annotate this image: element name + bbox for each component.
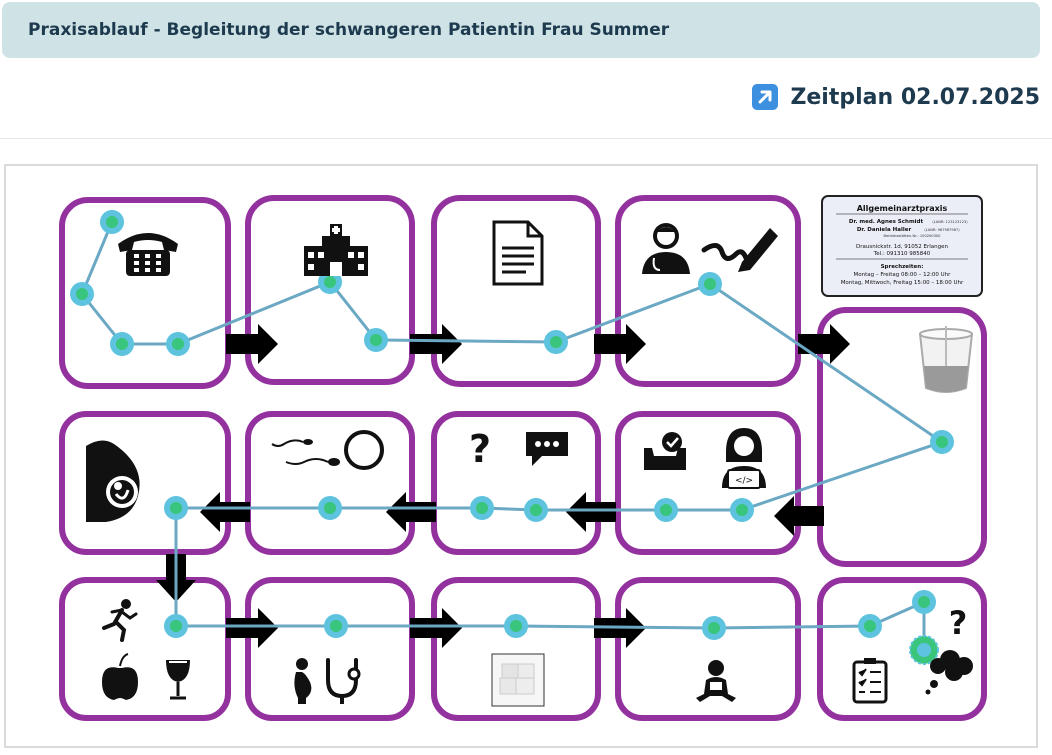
journey-node[interactable]	[100, 210, 124, 234]
pregnancy-ultrasound-icon	[86, 440, 140, 522]
journey-node[interactable]	[364, 328, 388, 352]
journey-node[interactable]	[702, 616, 726, 640]
baby-icon	[696, 660, 736, 702]
flow-arrow-2	[410, 324, 462, 364]
journey-node[interactable]	[470, 496, 494, 520]
bsnr: Betriebsstätten-Nr.: 100200300	[884, 234, 942, 238]
journey-node[interactable]	[654, 498, 678, 522]
urine-cup-icon	[918, 326, 974, 393]
doctor-icon	[642, 223, 690, 274]
schedule-date-label[interactable]: Zeitplan 02.07.2025	[790, 84, 1040, 110]
practice-phone: Tel.: 091310 985840	[873, 251, 931, 257]
inbox-check-icon	[644, 432, 686, 470]
journey-node[interactable]	[544, 330, 568, 354]
telephone-icon	[118, 233, 178, 276]
journey-node[interactable]	[164, 614, 188, 638]
question-cloud-icon: ?	[925, 604, 973, 695]
hours-line-2: Montag, Mittwoch, Freitag 15:00 – 18:00 …	[841, 280, 964, 286]
step-box-14	[817, 577, 987, 721]
doctor-2-name: Dr. Daniela Haller	[857, 227, 912, 233]
step-box-8	[431, 411, 601, 555]
stethoscope-icon	[326, 658, 361, 704]
journey-node[interactable]	[70, 282, 94, 306]
flow-arrow-6	[566, 492, 616, 532]
svg-text:?: ?	[469, 427, 491, 471]
hours-title: Sprechzeiten:	[881, 264, 924, 270]
flow-arrow-11	[410, 608, 462, 648]
step-box-6	[59, 411, 231, 555]
journey-nodes	[70, 210, 954, 665]
question-mark-icon: ?	[469, 427, 491, 471]
doctor-1-name: Dr. med. Agnes Schmidt	[849, 219, 924, 225]
journey-node[interactable]	[164, 496, 188, 520]
hospital-icon	[304, 224, 368, 276]
journey-node-current[interactable]	[909, 635, 939, 665]
sugar-cubes-icon	[491, 653, 545, 707]
flow-arrow-4	[798, 324, 850, 364]
programmer-icon: </>	[722, 428, 766, 489]
step-box-9	[615, 411, 801, 555]
schedule-link[interactable]: Zeitplan 02.07.2025	[752, 84, 1040, 110]
running-person-icon	[102, 599, 138, 642]
practice-name: Allgemeinarztpraxis	[857, 204, 948, 213]
flow-arrow-8	[200, 492, 250, 532]
sperm-egg-icon	[271, 430, 384, 470]
journey-node[interactable]	[912, 590, 936, 614]
journey-node[interactable]	[504, 614, 528, 638]
step-box-5	[817, 307, 987, 567]
doctor-2-lanr: (LANR: 987987987)	[924, 228, 960, 232]
step-box-7	[245, 411, 415, 555]
page-title: Praxisablauf - Begleitung der schwangere…	[28, 20, 670, 40]
step-box-10	[59, 577, 231, 721]
step-box-11	[245, 577, 415, 721]
process-board-svg: Allgemeinarztpraxis Dr. med. Agnes Schmi…	[59, 195, 987, 721]
journey-node[interactable]	[524, 498, 548, 522]
doctor-1-lanr: (LANR: 123123123)	[932, 220, 968, 224]
journey-node[interactable]	[166, 332, 190, 356]
page-header: Praxisablauf - Begleitung der schwangere…	[2, 2, 1040, 58]
checklist-icon	[852, 658, 888, 704]
document-icon	[492, 220, 544, 286]
flow-arrow-10	[226, 608, 278, 648]
step-box-12	[431, 577, 601, 721]
hours-line-1: Montag – Freitag 08:00 – 12:00 Uhr	[854, 272, 952, 278]
journey-node[interactable]	[110, 332, 134, 356]
journey-node[interactable]	[730, 498, 754, 522]
journey-node[interactable]	[698, 272, 722, 296]
practice-card: Allgemeinarztpraxis Dr. med. Agnes Schmi…	[821, 195, 983, 297]
flow-arrow-1	[226, 324, 278, 364]
step-box-13	[615, 577, 801, 721]
step-box-2	[245, 195, 415, 385]
journey-node[interactable]	[858, 614, 882, 638]
process-board: Allgemeinarztpraxis Dr. med. Agnes Schmi…	[4, 164, 1038, 748]
flow-arrow-5	[774, 496, 824, 536]
journey-node[interactable]	[318, 496, 342, 520]
svg-text:</>: </>	[735, 476, 753, 486]
chat-bubble-icon	[526, 432, 568, 466]
divider	[0, 138, 1052, 139]
step-box-4	[615, 195, 801, 387]
flow-arrow-7	[386, 492, 436, 532]
practice-address: Drausnickstr. 1d, 91052 Erlangen	[856, 244, 948, 250]
step-box-1	[59, 197, 231, 389]
flow-arrow-3	[594, 324, 646, 364]
signature-icon	[701, 228, 778, 272]
journey-node[interactable]	[324, 614, 348, 638]
wine-glass-icon	[166, 660, 190, 700]
step-box-3	[431, 195, 601, 387]
arrow-up-right-icon[interactable]	[752, 84, 779, 110]
svg-text:?: ?	[949, 604, 968, 642]
apple-icon	[102, 653, 138, 700]
pregnant-woman-icon	[294, 658, 312, 704]
journey-path	[80, 221, 946, 650]
journey-node[interactable]	[930, 430, 954, 454]
